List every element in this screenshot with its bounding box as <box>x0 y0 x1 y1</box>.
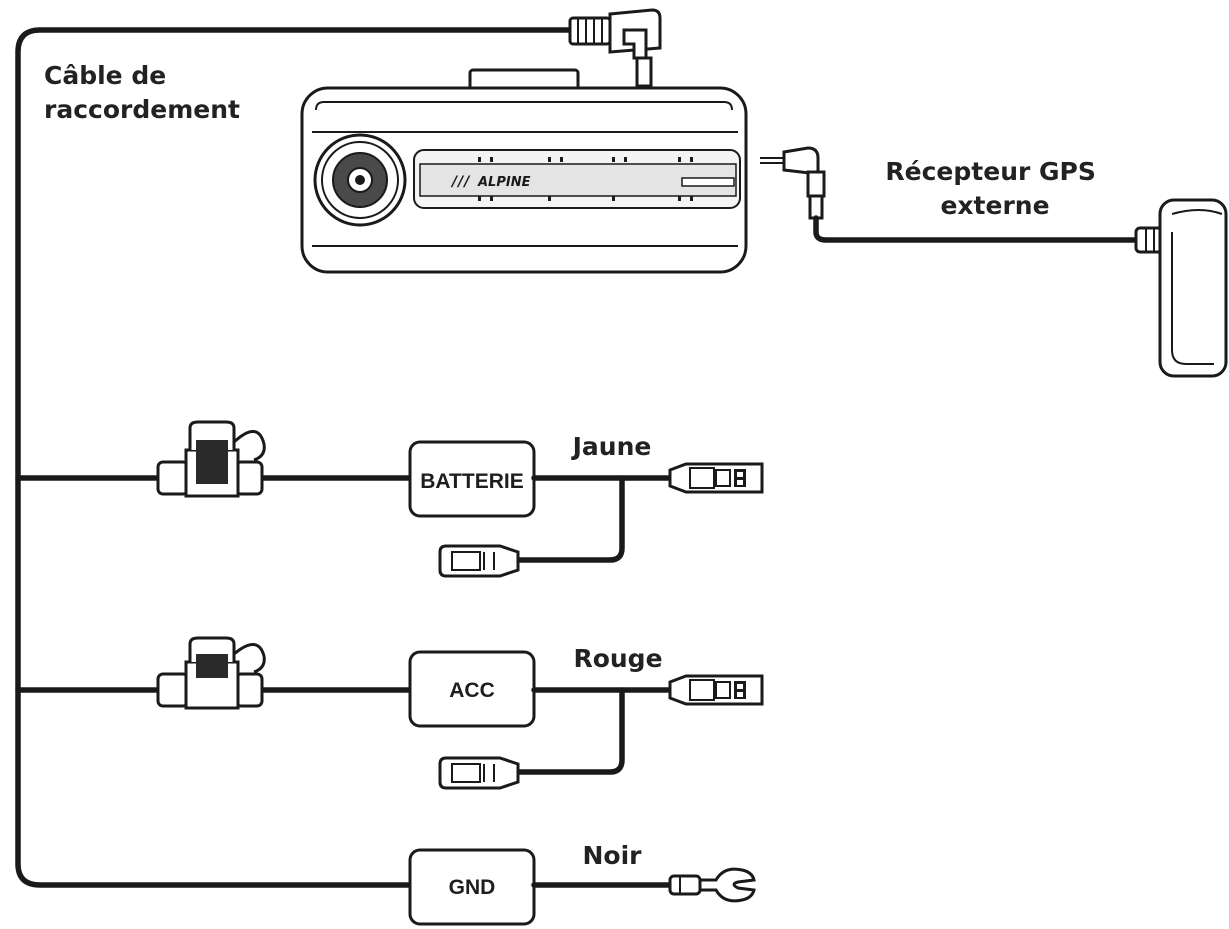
fuse-tap-icon <box>156 636 413 710</box>
gnd-box: GND <box>408 848 536 926</box>
svg-text:GND: GND <box>449 876 496 899</box>
ring-terminal-icon <box>668 867 756 903</box>
main-cable <box>15 27 573 888</box>
blade-connector-icon <box>668 462 764 494</box>
svg-text:ACC: ACC <box>449 679 495 702</box>
gps-antenna-icon <box>1134 198 1228 378</box>
wire-color-label-jaune: Jaune <box>571 432 652 461</box>
wire-color-label-noir: Noir <box>583 841 643 870</box>
fuse-tap-icon <box>156 420 413 498</box>
blade-connector-icon <box>438 544 520 578</box>
blade-connector-icon <box>438 756 520 790</box>
yellow-wire-drop <box>515 475 625 563</box>
svg-text:ALPINE: ALPINE <box>477 175 531 190</box>
dashcam-icon: /// ALPINE <box>300 68 748 274</box>
gps-cable <box>760 146 1143 243</box>
connection-cable-label: Câble de raccordement <box>44 61 240 124</box>
gps-receiver-label: Récepteur GPS externe <box>885 157 1104 220</box>
svg-text:///: /// <box>450 174 471 190</box>
red-wire-drop <box>515 687 625 775</box>
wire-color-label-rouge: Rouge <box>573 644 662 673</box>
acc-box: ACC <box>408 650 536 728</box>
blade-connector-icon <box>668 674 764 706</box>
batterie-box: BATTERIE <box>408 440 536 518</box>
brand-logo: /// ALPINE <box>450 174 531 190</box>
power-plug-icon <box>568 8 662 88</box>
svg-text:BATTERIE: BATTERIE <box>420 470 523 493</box>
